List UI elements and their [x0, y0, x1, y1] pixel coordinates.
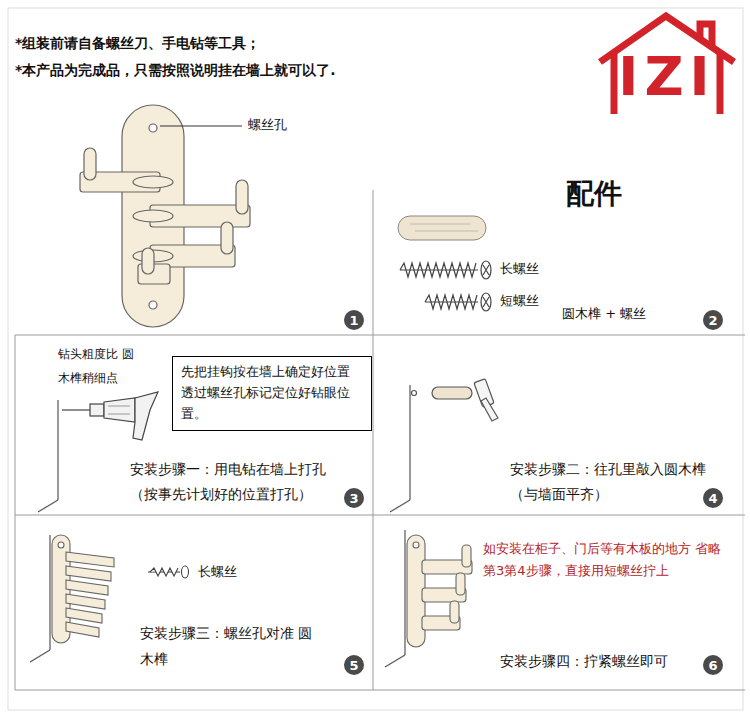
label-holder: *本产品为完成品，只需按照说明挂在墙上就可以了. [15, 61, 336, 79]
callout-number: 5 [344, 655, 364, 675]
label-holder: （与墙面平齐） [510, 485, 608, 503]
step-note: （与墙面平齐） [510, 486, 608, 502]
note-text: 先把挂钩按在墙上确定好位置 透过螺丝孔标记定位好钻眼位置。 [181, 362, 363, 424]
label-holder: 安装步骤二：往孔里敲入圆木榫 [510, 460, 706, 478]
step-title: 安装步骤三：螺丝孔对准 圆木榫 [140, 625, 312, 667]
label-holder: 长螺丝 [500, 261, 539, 278]
label-holder: *组装前请自备螺丝刀、手电钻等工具； [15, 34, 260, 52]
label-holder: 长螺丝 [198, 564, 237, 581]
dowel [398, 216, 486, 240]
label-holder: 圆木榫 + 螺丝 [562, 306, 646, 323]
part-label: 短螺丝 [500, 293, 539, 308]
step-title: 安装步骤一：用电钻在墙上打孔 [130, 461, 326, 477]
label-holder: （按事先计划好的位置打孔） [130, 485, 312, 503]
callout-number: 5 [349, 658, 358, 673]
label-holder: 安装步骤四：拧紧螺丝即可 [500, 652, 668, 670]
step-title: 安装步骤四：拧紧螺丝即可 [500, 653, 668, 669]
label-holder: 安装步骤一：用电钻在墙上打孔 [130, 460, 326, 478]
hook-side [52, 535, 114, 643]
callout-number: 2 [708, 313, 717, 328]
hook-front [80, 105, 250, 327]
note-box: 先把挂钩按在墙上确定好位置 透过螺丝孔标记定位好钻眼位置。 [172, 356, 372, 431]
callout-number: 4 [708, 491, 717, 506]
hook-arm [66, 566, 111, 581]
hook-arm [66, 622, 99, 637]
header-note: *本产品为完成品，只需按照说明挂在墙上就可以了. [15, 62, 336, 78]
step-title: 安装步骤二：往孔里敲入圆木榫 [510, 461, 706, 477]
hook-installed [407, 535, 472, 647]
part-label: 长螺丝 [500, 261, 539, 276]
frame [8, 8, 745, 710]
leader-line [160, 126, 242, 127]
label-holder: 短螺丝 [500, 293, 539, 310]
hook-arm [66, 594, 105, 609]
callout-number: 6 [708, 658, 717, 673]
header-note: *组装前请自备螺丝刀、手电钻等工具； [15, 35, 260, 51]
callout-number: 6 [703, 655, 723, 675]
long-screw [148, 566, 189, 578]
callout-number: 4 [703, 488, 723, 508]
drill [62, 392, 158, 440]
part-label: 长螺丝 [198, 564, 237, 579]
hook-arm [66, 608, 102, 623]
label-holder: 螺丝孔 [248, 117, 287, 134]
callout-number: 1 [349, 313, 358, 328]
logo-text: IZI [596, 50, 738, 104]
screws [400, 261, 491, 311]
logo-house: IZI [596, 10, 738, 118]
label-holder: 安装步骤三：螺丝孔对准 圆木榫 [140, 620, 315, 672]
dowel-hammer [412, 379, 499, 421]
screw-thread [425, 295, 477, 309]
step-note: （按事先计划好的位置打孔） [130, 486, 312, 502]
callout-number: 3 [349, 491, 358, 506]
warning-note: 如安装在柜子、门后等有木板的地方 省略第3第4步骤，直接用短螺丝拧上 [483, 541, 721, 578]
hook-arm [66, 552, 114, 567]
callout-number: 3 [344, 488, 364, 508]
screw-thread [150, 568, 178, 576]
section-title: 配件 [566, 177, 622, 210]
part-label: 螺丝孔 [248, 117, 287, 132]
callout-number: 2 [703, 310, 723, 330]
hook-arm [66, 580, 108, 595]
label-holder: 配件 [566, 176, 622, 212]
tip-text: 钻头粗度比 圆木榫稍细点 [58, 347, 134, 385]
part-label: 圆木榫 + 螺丝 [562, 306, 646, 321]
screw-thread [400, 263, 476, 277]
callout-number: 1 [344, 310, 364, 330]
label-holder: 如安装在柜子、门后等有木板的地方 省略第3第4步骤，直接用短螺丝拧上 [483, 538, 723, 582]
label-holder: 钻头粗度比 圆木榫稍细点 [58, 342, 142, 390]
